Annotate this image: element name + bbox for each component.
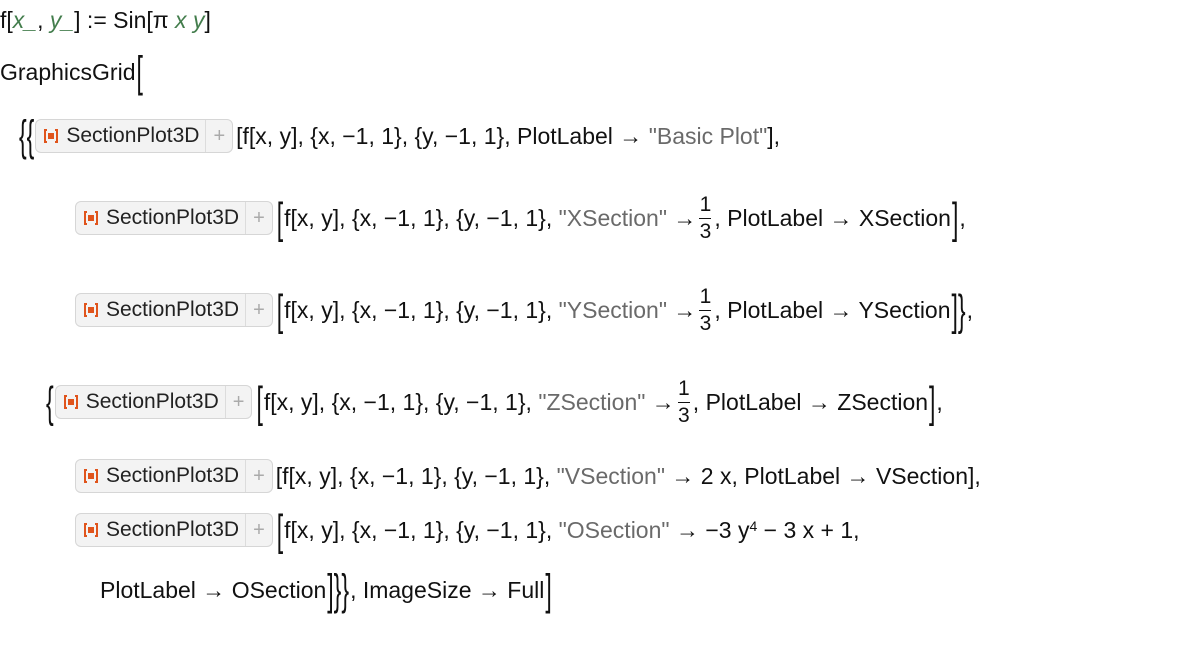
string-literal: "Basic Plot": [648, 122, 768, 149]
code-line: GraphicsGrid[: [0, 42, 144, 102]
code-text: f[: [0, 6, 13, 33]
bracket: [: [276, 192, 284, 242]
function-template-button[interactable]: SectionPlot3D+: [75, 459, 273, 493]
bracket: [: [256, 376, 263, 426]
code-text: ]: [204, 6, 211, 33]
code-text: [f[x, y], {x, −1, 1}, {y, −1, 1}, PlotLa…: [236, 122, 649, 149]
function-name: SectionPlot3D: [66, 124, 200, 147]
code-text: f[x, y], {x, −1, 1}, {y, −1, 1},: [284, 204, 559, 231]
function-name: SectionPlot3D: [106, 464, 240, 487]
code-text: f[x, y], {x, −1, 1}, {y, −1, 1},: [284, 516, 559, 543]
expand-plus-icon[interactable]: +: [224, 386, 252, 418]
code-text: PlotLabel → OSection: [100, 576, 327, 603]
code-line: {SectionPlot3D+[f[x, y], {x, −1, 1}, {y,…: [45, 372, 943, 432]
function-template-button[interactable]: SectionPlot3D+: [75, 513, 273, 547]
code-text: [f[x, y], {x, −1, 1}, {y, −1, 1},: [275, 462, 557, 489]
expand-plus-icon[interactable]: +: [205, 120, 232, 152]
pattern-variable: x_: [12, 6, 38, 33]
code-text: , PlotLabel → XSection: [714, 204, 951, 231]
resource-function-icon: [84, 523, 98, 537]
fraction-bar: [699, 309, 712, 311]
string-literal: "YSection": [558, 296, 668, 323]
code-text: ,: [966, 296, 973, 323]
code-text: ] := Sin[: [74, 6, 153, 33]
expand-plus-icon[interactable]: +: [245, 460, 272, 492]
bracket: {{: [19, 110, 35, 160]
code-line: SectionPlot3D+[f[x, y], {x, −1, 1}, {y, …: [75, 446, 981, 506]
pattern-variable: y: [192, 6, 205, 33]
code-text: , ImageSize → Full: [350, 576, 545, 603]
numerator: 1: [699, 192, 712, 216]
function-name: SectionPlot3D: [106, 206, 240, 229]
pattern-variable: x: [175, 6, 187, 33]
code-text: → 2 x, PlotLabel → VSection],: [665, 462, 981, 489]
code-text: π: [152, 6, 176, 33]
bracket: ]: [545, 564, 552, 614]
function-template-button[interactable]: SectionPlot3D+: [35, 119, 234, 153]
string-literal: "VSection": [556, 462, 666, 489]
code-text: →: [645, 388, 675, 415]
code-text: , PlotLabel → ZSection: [692, 388, 929, 415]
string-literal: "XSection": [558, 204, 668, 231]
bracket: ]: [951, 192, 959, 242]
code-text: ,: [37, 6, 50, 33]
denominator: 3: [699, 219, 712, 243]
code-line: f[x_, y_] := Sin[π x y]: [0, 0, 211, 50]
expand-plus-icon[interactable]: +: [245, 294, 272, 326]
code-line: PlotLabel → OSection]}}, ImageSize → Ful…: [100, 560, 553, 620]
pattern-variable: y_: [49, 6, 75, 33]
resource-function-icon: [44, 129, 59, 143]
code-text: ,: [936, 388, 943, 415]
code-text: →: [667, 296, 697, 323]
code-text: ,: [959, 204, 966, 231]
bracket: [: [276, 504, 284, 554]
expand-plus-icon[interactable]: +: [245, 202, 272, 234]
string-literal: "OSection": [558, 516, 670, 543]
code-text: f[x, y], {x, −1, 1}, {y, −1, 1},: [284, 296, 559, 323]
string-literal: "ZSection": [538, 388, 646, 415]
code-text: ],: [767, 122, 781, 149]
numerator: 1: [699, 284, 712, 308]
denominator: 3: [677, 403, 690, 427]
resource-function-icon: [63, 395, 78, 409]
function-template-button[interactable]: SectionPlot3D+: [54, 385, 253, 419]
bracket: [: [276, 284, 284, 334]
denominator: 3: [699, 311, 712, 335]
resource-function-icon: [84, 469, 98, 483]
fraction-bar: [699, 217, 712, 219]
code-line: {{SectionPlot3D+[f[x, y], {x, −1, 1}, {y…: [18, 106, 780, 166]
bracket: ]}: [951, 284, 966, 334]
code-line: SectionPlot3D+[f[x, y], {x, −1, 1}, {y, …: [75, 500, 860, 560]
code-line: SectionPlot3D+[f[x, y], {x, −1, 1}, {y, …: [75, 280, 973, 340]
fraction-bar: [677, 401, 690, 403]
function-name: SectionPlot3D: [106, 298, 240, 321]
expand-plus-icon[interactable]: +: [245, 514, 272, 546]
bracket: ]: [929, 376, 936, 426]
bracket: [: [136, 46, 143, 96]
function-template-button[interactable]: SectionPlot3D+: [75, 293, 273, 327]
numerator: 1: [677, 376, 690, 400]
code-text: − 3 x + 1,: [757, 516, 860, 543]
code-text: →: [667, 204, 697, 231]
code-text: f[x, y], {x, −1, 1}, {y, −1, 1},: [263, 388, 539, 415]
function-name: SectionPlot3D: [106, 518, 240, 541]
resource-function-icon: [84, 211, 98, 225]
code-text: , PlotLabel → YSection: [714, 296, 951, 323]
exponent: 4: [749, 518, 758, 534]
function-template-button[interactable]: SectionPlot3D+: [75, 201, 273, 235]
code-line: SectionPlot3D+[f[x, y], {x, −1, 1}, {y, …: [75, 188, 966, 248]
code-text: → −3 y: [669, 516, 750, 543]
bracket: ]}}: [327, 564, 350, 614]
function-name: SectionPlot3D: [85, 390, 219, 413]
resource-function-icon: [84, 303, 98, 317]
code-text: GraphicsGrid: [0, 58, 136, 85]
bracket: {: [46, 376, 54, 426]
